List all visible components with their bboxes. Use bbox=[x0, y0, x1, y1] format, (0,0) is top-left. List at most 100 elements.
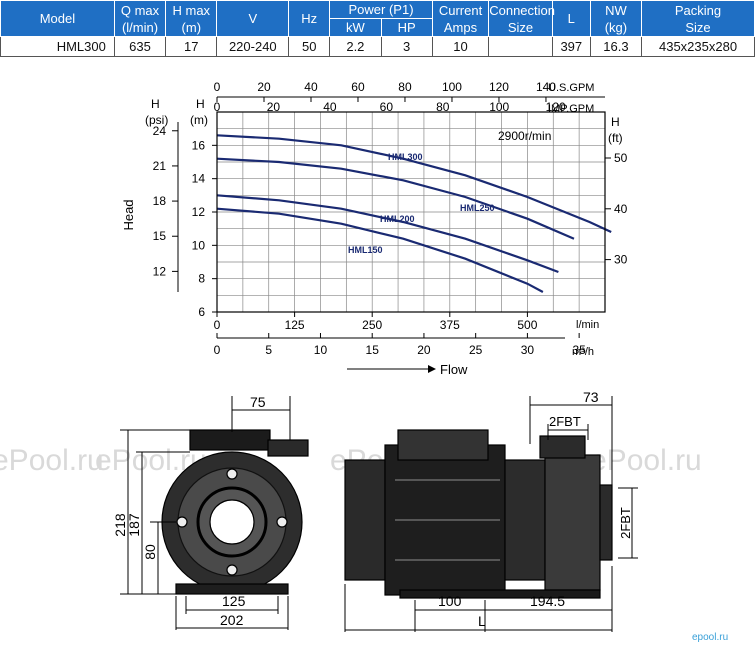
tick-label-m: 12 bbox=[192, 205, 206, 219]
tick-label-m3h: 35 bbox=[572, 343, 586, 357]
tick-label-lmin: 125 bbox=[285, 318, 305, 332]
curve-hml250 bbox=[216, 157, 575, 240]
tick-label-m3h: 15 bbox=[366, 343, 380, 357]
curve-label-hml250: HML250 bbox=[460, 203, 495, 213]
side-dimensions bbox=[344, 396, 638, 632]
spec-data-row: HML300 635 17 220-240 50 2.2 3 10 397 16… bbox=[0, 36, 755, 57]
hdr-hz: Hz bbox=[288, 0, 331, 37]
hdr-v: V bbox=[216, 0, 290, 37]
psi-unit-h: H bbox=[151, 97, 160, 111]
flow-arrowhead bbox=[428, 365, 436, 373]
tick-label-ft: 30 bbox=[614, 253, 628, 267]
curve-label-hml200: HML200 bbox=[380, 214, 415, 224]
watermark-3: ePool.ru bbox=[330, 444, 442, 477]
chart-frame bbox=[216, 111, 606, 313]
tick-label-impgpm: 0 bbox=[214, 100, 221, 114]
tick-label-m: 8 bbox=[198, 272, 205, 286]
cell-hz: 50 bbox=[288, 36, 331, 57]
tick-label-usgpm: 140 bbox=[536, 80, 556, 94]
terminal-box bbox=[397, 429, 489, 461]
tick-label-impgpm: 120 bbox=[546, 100, 566, 114]
pump-volute-side bbox=[544, 454, 601, 591]
curve-label-hml150: HML150 bbox=[348, 245, 383, 255]
dim-75: 75 bbox=[250, 394, 266, 410]
m-unit-h: H bbox=[196, 97, 205, 111]
hdr-model: Model bbox=[0, 0, 115, 37]
tick-label-usgpm: 40 bbox=[304, 80, 318, 94]
cell-nw: 16.3 bbox=[589, 36, 643, 57]
y-axis-label: Head bbox=[121, 199, 136, 230]
tick-label-m3h: 10 bbox=[314, 343, 328, 357]
tick-label-usgpm: 120 bbox=[489, 80, 509, 94]
hdr-kw: kW bbox=[329, 18, 382, 37]
curve-hml150 bbox=[216, 207, 544, 293]
side-dim-labels: 73 2FBT 2FBT 100 194.5 L bbox=[438, 389, 633, 629]
tick-label-usgpm: 0 bbox=[214, 80, 221, 94]
cell-hmax: 17 bbox=[165, 36, 218, 57]
tick-label-m3h: 30 bbox=[521, 343, 535, 357]
usgpm-unit: U.S.GPM bbox=[548, 82, 594, 94]
bolt-top bbox=[226, 468, 238, 480]
tick-label-m: 10 bbox=[192, 238, 206, 252]
watermark-1: ePool.ru bbox=[0, 444, 104, 477]
x-axis-label: Flow bbox=[440, 362, 468, 377]
dim-187: 187 bbox=[126, 513, 142, 537]
cell-kw: 2.2 bbox=[329, 36, 382, 57]
cell-packing: 435x235x280 bbox=[641, 36, 755, 57]
spec-header-row-2: kW HP bbox=[1, 18, 755, 37]
side-base bbox=[399, 589, 601, 599]
watermarks: ePool.ru ePool.ru ePool.ru ePool.ru bbox=[0, 444, 702, 477]
tick-label-psi: 18 bbox=[153, 194, 167, 208]
dim-73: 73 bbox=[583, 389, 599, 405]
dim-80: 80 bbox=[142, 544, 158, 560]
tick-label-lmin: 250 bbox=[362, 318, 382, 332]
dim-100: 100 bbox=[438, 593, 462, 609]
front-top-nozzle bbox=[189, 429, 271, 451]
hdr-hmax: H max(m) bbox=[165, 0, 218, 37]
cell-model: HML300 bbox=[0, 36, 115, 57]
curve-hml200 bbox=[216, 194, 559, 274]
motor-end-cap bbox=[344, 459, 386, 581]
m3h-unit: m³/h bbox=[572, 346, 594, 358]
side-view bbox=[344, 429, 613, 599]
ft-unit-h: H bbox=[611, 115, 620, 129]
front-inlet-ring bbox=[196, 486, 268, 558]
cell-qmax: 635 bbox=[113, 36, 167, 57]
side-outlet-nozzle bbox=[539, 435, 586, 459]
curve-label-hml300: HML300 bbox=[388, 152, 423, 162]
tick-label-lmin: 0 bbox=[214, 318, 221, 332]
tick-label-impgpm: 60 bbox=[380, 100, 394, 114]
spec-header-row-1: Model Q max(l/min) H max(m) V Hz Power (… bbox=[0, 0, 755, 37]
tick-label-m: 14 bbox=[192, 172, 206, 186]
front-volute-casing bbox=[161, 451, 303, 593]
tick-label-usgpm: 100 bbox=[442, 80, 462, 94]
tick-label-lmin: 375 bbox=[440, 318, 460, 332]
dim-l: L bbox=[478, 613, 486, 629]
dim-194-5: 194.5 bbox=[530, 593, 565, 609]
tick-label-ft: 50 bbox=[614, 151, 628, 165]
tick-label-psi: 21 bbox=[153, 159, 167, 173]
tick-label-ft: 40 bbox=[614, 202, 628, 216]
front-outlet-nozzle bbox=[267, 439, 309, 457]
front-inner-ring bbox=[177, 467, 287, 577]
tick-label-usgpm: 20 bbox=[257, 80, 271, 94]
tick-label-usgpm: 60 bbox=[351, 80, 365, 94]
front-dimensions bbox=[120, 396, 291, 630]
dim-218: 218 bbox=[112, 513, 128, 537]
dim-202: 202 bbox=[220, 612, 244, 628]
curve-hml300 bbox=[216, 134, 612, 233]
cell-v: 220-240 bbox=[216, 36, 290, 57]
tick-label-psi: 24 bbox=[153, 124, 167, 138]
cell-current: 10 bbox=[431, 36, 490, 57]
bolt-right bbox=[276, 516, 288, 528]
dim-2fbt-top: 2FBT bbox=[549, 414, 581, 429]
tick-label-usgpm: 80 bbox=[398, 80, 412, 94]
front-view bbox=[161, 429, 309, 595]
watermark-4: ePool.ru bbox=[590, 444, 702, 477]
tick-label-impgpm: 40 bbox=[323, 100, 337, 114]
